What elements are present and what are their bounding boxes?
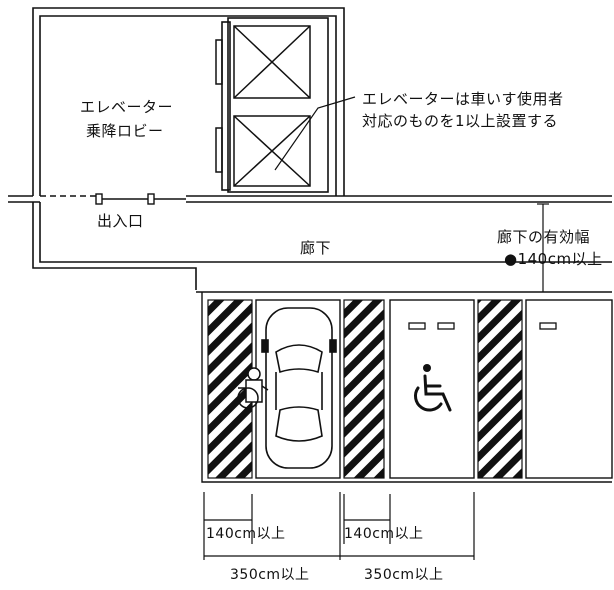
- parking-bays: [255, 299, 613, 479]
- wheelchair-icon: [413, 364, 452, 412]
- car-icon: [261, 307, 337, 469]
- building-walls: [8, 7, 612, 293]
- elevator-cars: [215, 25, 311, 187]
- parking-area: [201, 292, 612, 483]
- corridor-label: 廊下: [300, 239, 332, 257]
- elevator-note-line2: 対応のものを1以上設置する: [362, 112, 559, 130]
- dimension-140-right: 140cm以上: [344, 526, 424, 542]
- hatched-aisle-2: [343, 299, 385, 479]
- elevator-note-leader: [274, 96, 356, 171]
- parking-bay-2: [389, 299, 475, 479]
- lobby-label-line1: エレベーター: [80, 98, 174, 116]
- corridor-width-label-line1: 廊下の有効幅: [497, 228, 591, 246]
- wheelchair-user-icon: [237, 367, 269, 409]
- elevator-note-line1: エレベーターは車いす使用者: [362, 90, 564, 108]
- corridor-width-label-line2: ●140cm以上: [504, 250, 603, 268]
- hatched-aisle-3: [477, 299, 523, 479]
- door-openings: [40, 193, 186, 205]
- dimension-lines: [203, 492, 475, 560]
- corridor-width-dimension: [537, 203, 549, 292]
- lobby-label-line2: 乗降ロビー: [86, 122, 164, 140]
- wheel-stops: [408, 322, 557, 330]
- parking-bay-3: [525, 299, 613, 479]
- entrance-label: 出入口: [97, 212, 144, 230]
- dimension-140-left: 140cm以上: [206, 526, 286, 542]
- dimension-350-left: 350cm以上: [230, 567, 310, 583]
- dimension-350-right: 350cm以上: [364, 567, 444, 583]
